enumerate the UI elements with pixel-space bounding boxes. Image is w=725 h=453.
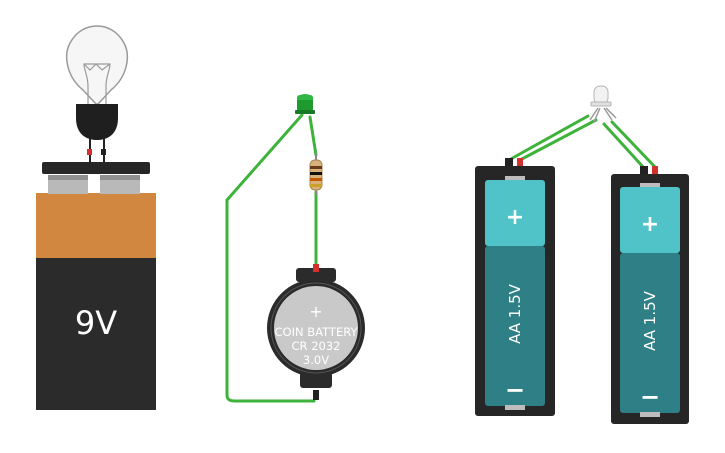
wire-rgb-to-aa1-positive[interactable] (518, 118, 598, 162)
aa-battery-1[interactable]: + − AA 1.5V (475, 158, 555, 416)
bulb-lead-negative (101, 149, 106, 155)
aa-battery-2-body (620, 253, 680, 413)
wires-led-circuit[interactable] (225, 113, 318, 403)
aa-battery-2-terminal-positive (652, 166, 658, 174)
coin-battery-line2: CR 2032 (292, 339, 341, 353)
wire-led-to-resistor[interactable] (308, 115, 318, 157)
wire-led-to-coin-negative[interactable] (225, 113, 316, 403)
resistor-icon[interactable] (309, 153, 323, 195)
aa-battery-2-label: AA 1.5V (641, 290, 659, 351)
aa-battery-2-minus: − (640, 383, 660, 411)
wire-rgb-to-aa1-negative[interactable] (507, 114, 590, 162)
aa-battery-2-plus: + (641, 212, 659, 237)
resistor-band-4 (310, 184, 322, 187)
aa-battery-2-cap (620, 187, 680, 253)
battery-9v-snap-cap (42, 162, 150, 174)
bulb-base (76, 104, 118, 140)
wire-rgb-to-aa2-positive[interactable] (610, 120, 658, 170)
rgb-led-body (593, 85, 609, 105)
bulb-lead-positive (87, 149, 92, 155)
coin-battery-line3: 3.0V (303, 353, 329, 367)
resistor-band-2 (310, 172, 322, 175)
coin-battery[interactable]: + COIN BATTERY CR 2032 3.0V (267, 264, 365, 400)
coin-battery-line1: COIN BATTERY (275, 325, 359, 339)
battery-9v-body (36, 258, 156, 410)
aa-battery-1-terminal-negative (505, 158, 513, 166)
aa-battery-2-terminal-negative (640, 166, 648, 174)
aa-battery-1-body (485, 246, 545, 406)
battery-9v[interactable]: 9V (36, 162, 156, 410)
battery-9v-label: 9V (75, 304, 117, 342)
coin-battery-terminal-negative (313, 390, 319, 400)
wire-rgb-to-aa2-negative[interactable] (602, 122, 646, 170)
aa-battery-1-terminal-positive (517, 158, 523, 166)
resistor-band-3 (310, 178, 322, 181)
coin-battery-cell (274, 286, 358, 370)
light-bulb-icon[interactable] (66, 25, 128, 162)
aa-battery-1-label: AA 1.5V (506, 283, 524, 344)
coin-battery-plus: + (309, 302, 322, 321)
wires-aa-circuit[interactable] (507, 114, 658, 170)
aa-battery-1-minus: − (505, 376, 525, 404)
aa-battery-1-plus: + (506, 205, 524, 230)
bulb-filament (83, 63, 111, 104)
rgb-led-icon[interactable] (589, 85, 617, 123)
aa-battery-1-cap (485, 180, 545, 246)
resistor-band-1 (310, 166, 322, 169)
battery-9v-top (36, 193, 156, 259)
coin-battery-terminal-positive (313, 264, 319, 272)
green-led-icon[interactable] (295, 94, 315, 114)
aa-battery-2[interactable]: + − AA 1.5V (611, 166, 689, 424)
